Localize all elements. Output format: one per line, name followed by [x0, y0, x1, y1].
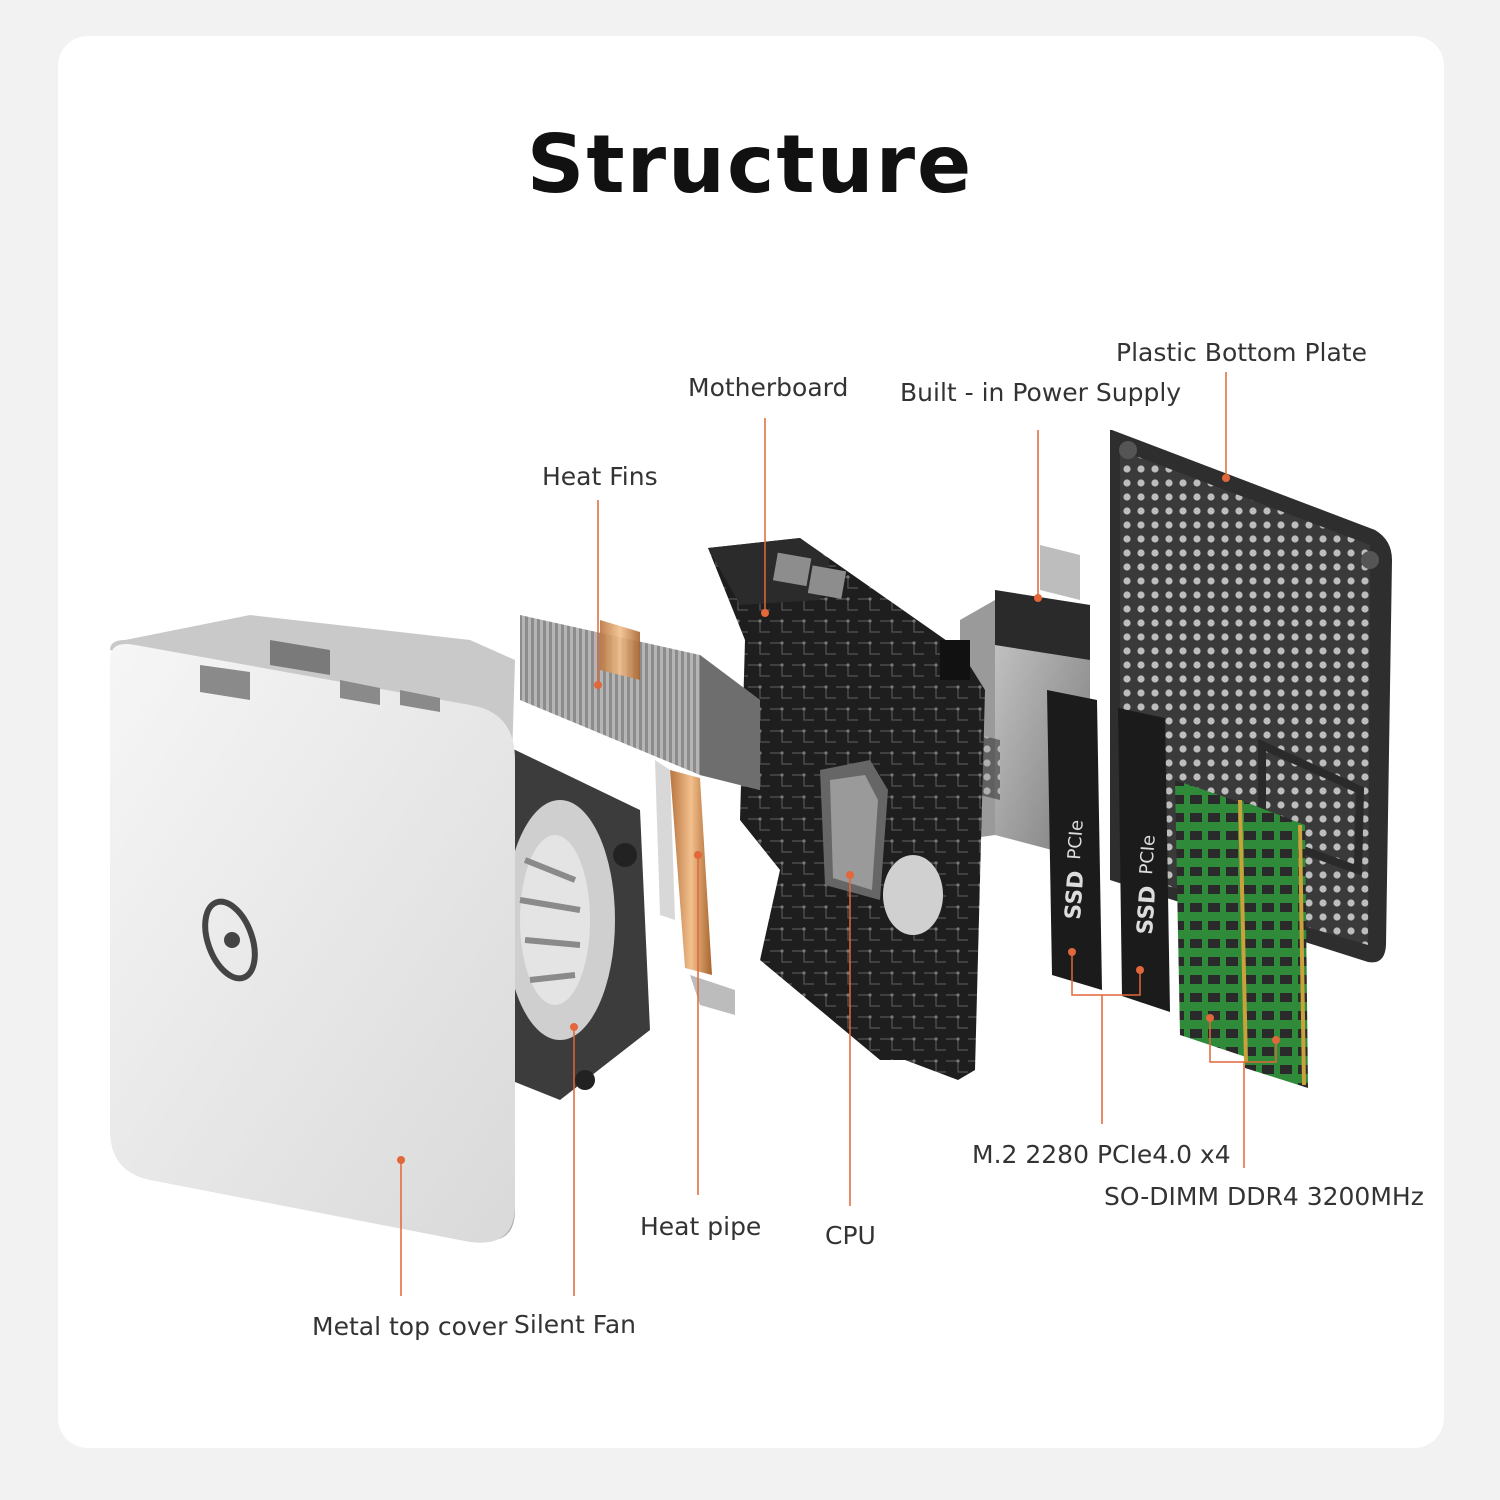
silent-fan	[505, 745, 650, 1100]
ssd-pcie-label: PCIe	[1064, 819, 1088, 860]
label-motherboard: Motherboard	[688, 373, 849, 402]
brand-logo-icon	[202, 898, 258, 982]
leader-dots	[397, 474, 1280, 1164]
motherboard	[708, 538, 985, 1080]
ssd-label-2: SSD	[1133, 885, 1161, 936]
label-heat-fins: Heat Fins	[542, 462, 658, 491]
label-sodimm: SO-DIMM DDR4 3200MHz	[1104, 1182, 1424, 1211]
page-title: Structure	[526, 118, 974, 211]
ram-modules	[1175, 780, 1308, 1088]
heat-pipe	[655, 760, 735, 1015]
ssd-label: SSD	[1061, 870, 1089, 921]
label-silent-fan: Silent Fan	[514, 1310, 636, 1339]
metal-top-cover	[110, 615, 515, 1243]
label-plastic-bottom-plate: Plastic Bottom Plate	[1116, 338, 1367, 367]
heat-fins	[520, 615, 760, 790]
label-metal-top-cover: Metal top cover	[312, 1312, 508, 1341]
label-m2: M.2 2280 PCIe4.0 x4	[972, 1140, 1231, 1169]
label-cpu: CPU	[825, 1221, 876, 1250]
label-heat-pipe: Heat pipe	[640, 1212, 762, 1241]
m2-ssd-modules: SSD PCIe SSD PCIe	[1047, 690, 1170, 1012]
leader-lines	[400, 372, 1277, 1296]
label-power-supply: Built - in Power Supply	[900, 378, 1182, 407]
ssd-pcie-label-2: PCIe	[1136, 834, 1160, 875]
